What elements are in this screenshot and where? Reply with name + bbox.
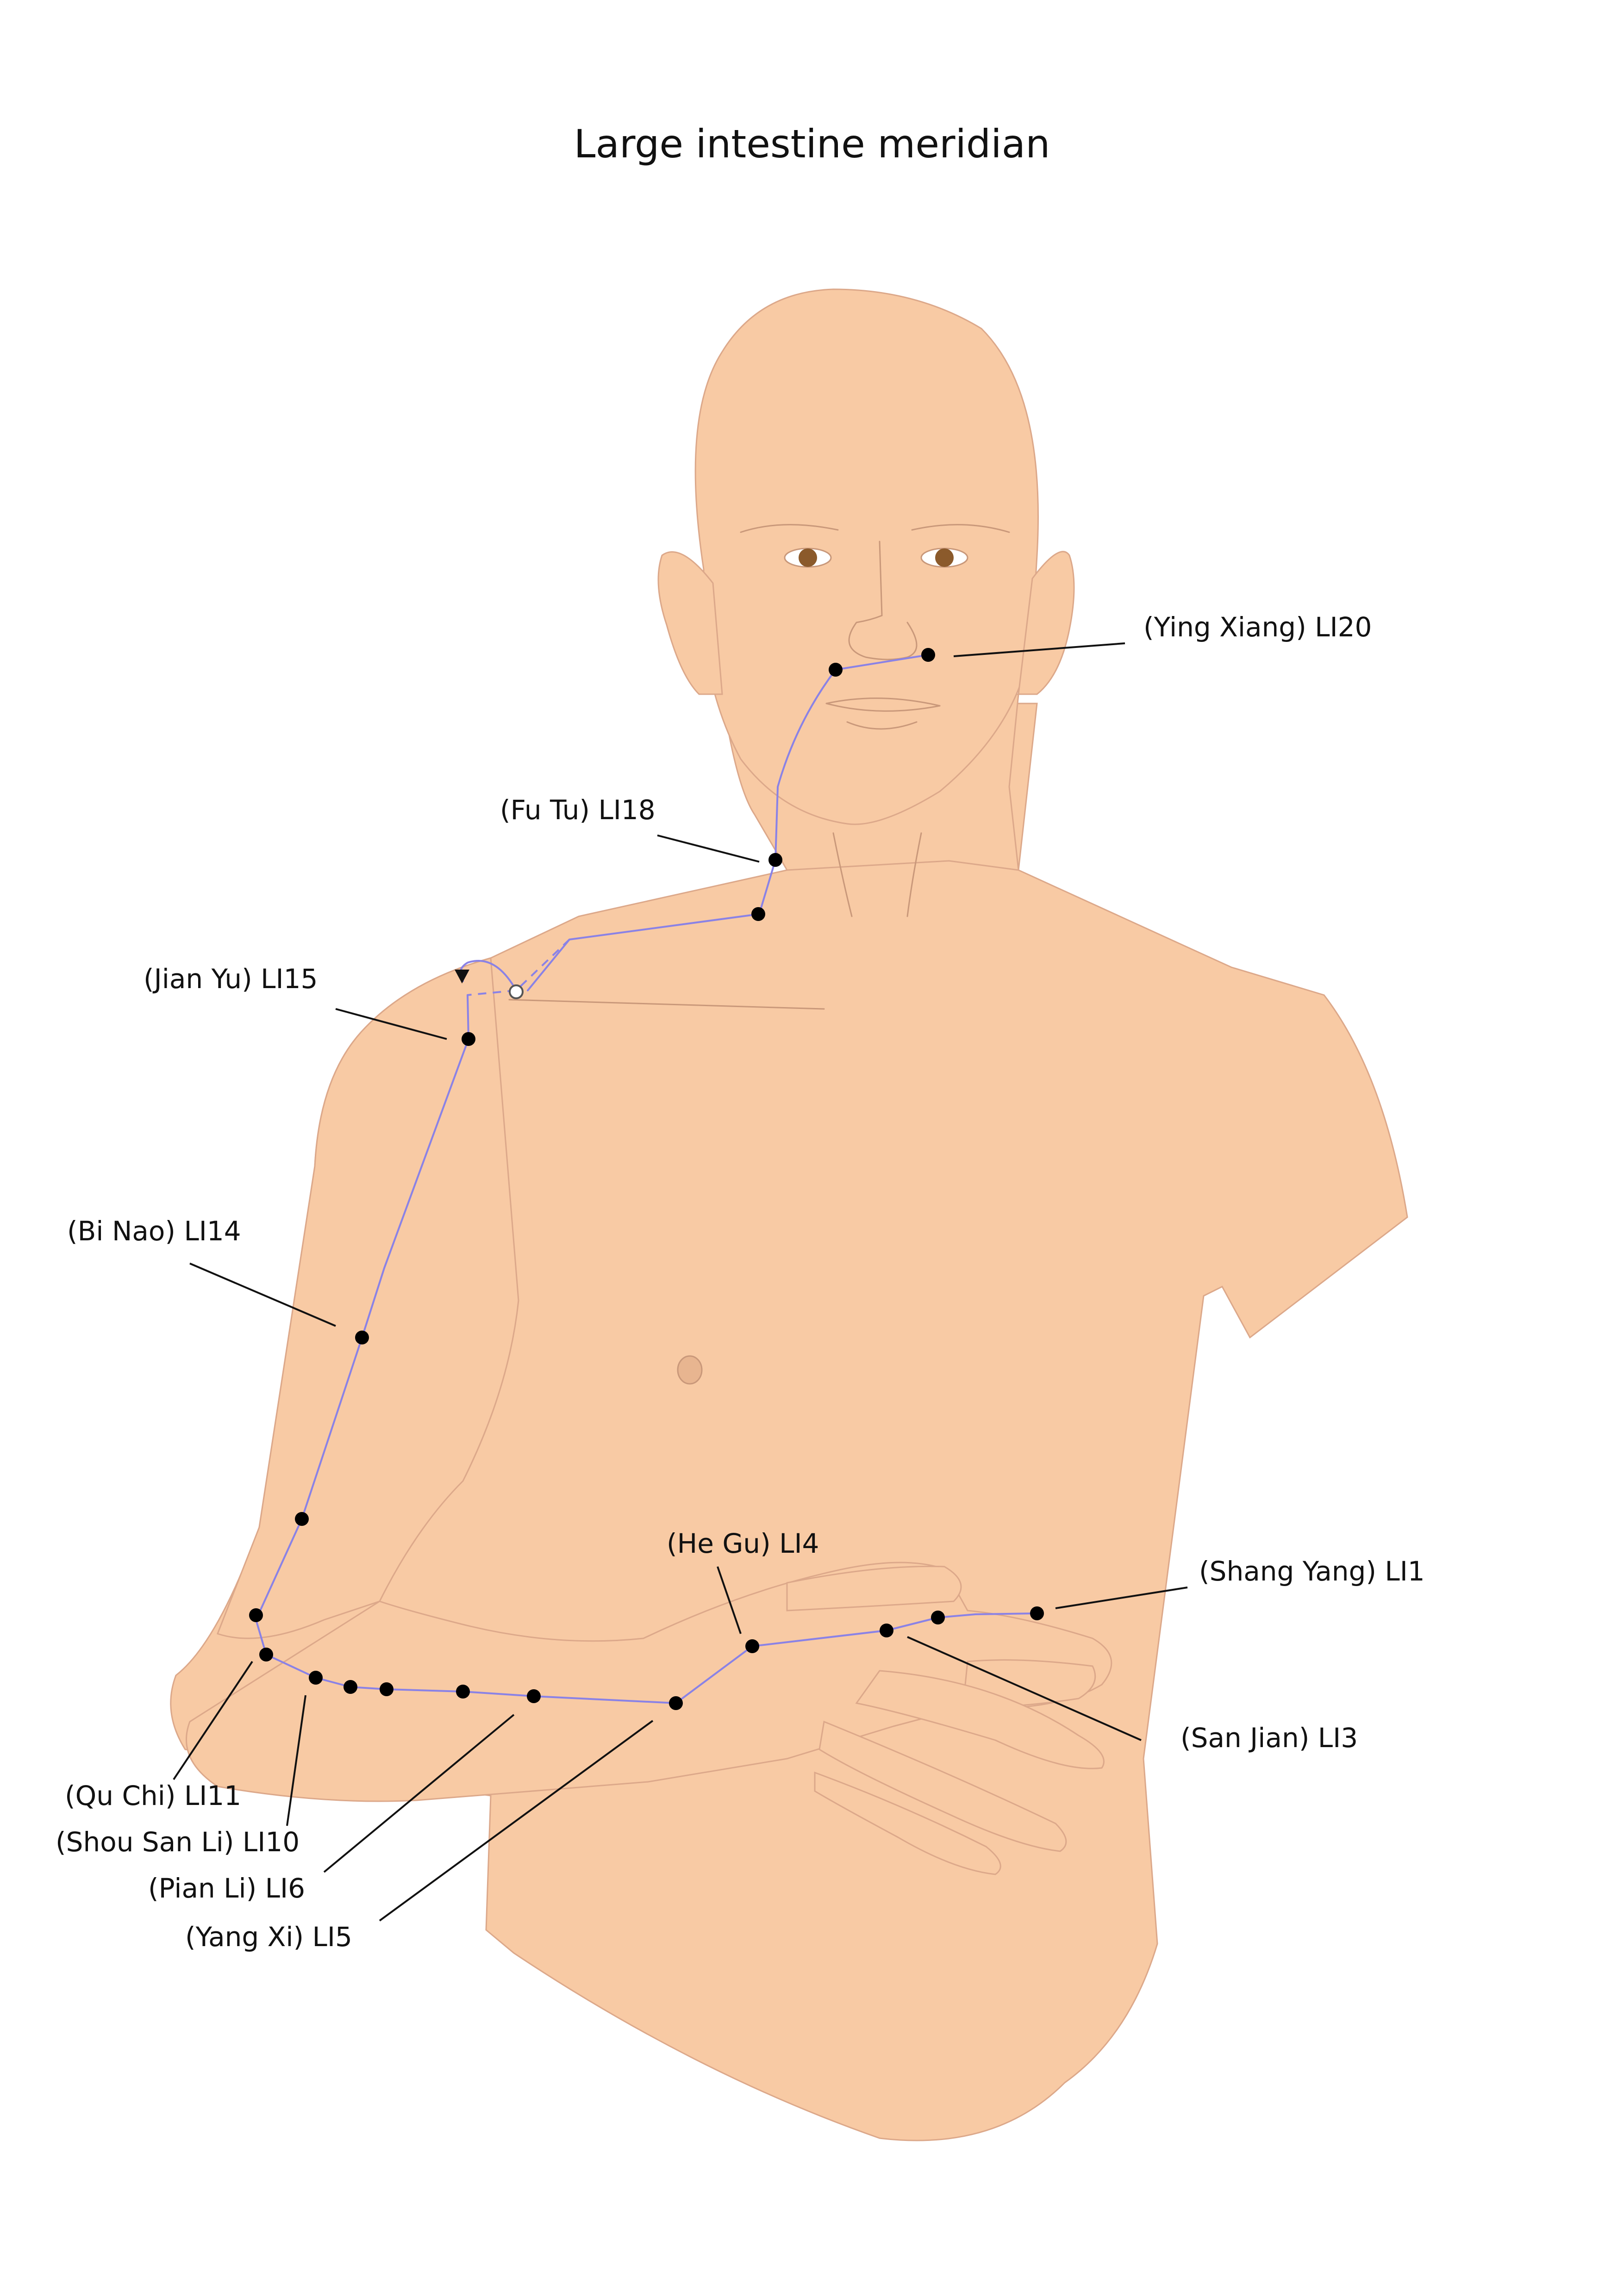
label-li5: (Yang Xi) LI5: [185, 1921, 352, 1953]
page-title: Large intestine meridian: [574, 121, 1050, 167]
leader-li3: [907, 1636, 1142, 1741]
right-ear: [1018, 551, 1075, 695]
label-li15: (Jian Yu) LI15: [144, 963, 318, 995]
leader-li18: [657, 834, 760, 863]
leader-li10: [286, 1695, 306, 1826]
point-li11: [259, 1648, 273, 1661]
point-li9: [344, 1680, 357, 1694]
label-li20: (Ying Xiang) LI20: [1143, 611, 1372, 643]
point-li7: [456, 1685, 470, 1699]
label-li3: (San Jian) LI3: [1181, 1722, 1358, 1754]
acupoints: [249, 648, 1044, 1710]
point-li12: [249, 1608, 263, 1622]
point-li19: [829, 663, 843, 677]
point-li13: [295, 1512, 309, 1526]
left-ear: [657, 551, 723, 695]
leader-li1: [1055, 1587, 1188, 1609]
label-li10: (Shou San Li) LI10: [56, 1826, 300, 1858]
leader-lines: [173, 642, 1188, 1922]
neck-line-right: [906, 832, 922, 917]
point-li8: [380, 1682, 394, 1696]
point-li10: [309, 1671, 323, 1685]
meridian-neck: [527, 669, 837, 991]
point-li4: [745, 1639, 759, 1653]
head: [694, 288, 1039, 825]
finger-middle: [855, 1670, 1105, 1769]
right-iris: [935, 548, 954, 567]
leader-li6: [323, 1714, 515, 1873]
label-li6: (Pian Li) LI6: [148, 1873, 305, 1904]
lower-lip: [846, 721, 918, 730]
label-li11: (Qu Chi) LI11: [65, 1780, 241, 1811]
left-iris: [799, 548, 817, 567]
leader-li5: [379, 1720, 654, 1922]
nipple: [677, 1355, 703, 1385]
point-li15: [462, 1032, 475, 1046]
upper-arm: [217, 957, 519, 1639]
labels: (Ying Xiang) LI20 (Fu Tu) LI18 (Jian Yu)…: [56, 611, 1425, 1953]
thumb: [786, 1565, 962, 1612]
shoulder-open-point: [509, 984, 524, 999]
label-li1: (Shang Yang) LI1: [1199, 1556, 1425, 1587]
collarbone: [508, 999, 825, 1010]
neck-line-left: [832, 832, 853, 917]
leader-li15: [335, 1008, 447, 1040]
point-li18: [768, 853, 782, 867]
meridian-face: [835, 654, 929, 671]
leader-li11: [173, 1661, 253, 1780]
leader-li4: [717, 1566, 742, 1634]
meridian-arrowhead: [455, 970, 469, 983]
point-li20: [921, 648, 935, 662]
mouth: [825, 703, 941, 712]
leader-li20: [953, 642, 1125, 657]
upper-lip: [825, 697, 941, 707]
meridian-upper-arm: [255, 994, 1038, 1704]
finger-little: [814, 1771, 1001, 1875]
forearm: [186, 1562, 1112, 1802]
point-li3: [880, 1624, 893, 1637]
left-eyebrow: [740, 524, 839, 533]
body-figure: [170, 288, 1408, 2141]
point-li5: [669, 1696, 683, 1710]
point-li17: [751, 907, 765, 921]
nose: [848, 541, 918, 660]
leader-li14: [189, 1263, 336, 1327]
label-li14: (Bi Nao) LI14: [67, 1215, 241, 1247]
point-li14: [355, 1331, 369, 1344]
meridian-path: [255, 654, 1038, 1704]
label-li4: (He Gu) LI4: [667, 1528, 819, 1559]
point-li2: [931, 1611, 945, 1624]
label-li18: (Fu Tu) LI18: [500, 794, 656, 826]
point-li6: [527, 1689, 541, 1703]
right-eyebrow: [911, 524, 1010, 533]
finger-ring: [818, 1720, 1067, 1852]
meridian-shoulder-dashed: [467, 939, 570, 996]
point-li1: [1030, 1606, 1044, 1620]
